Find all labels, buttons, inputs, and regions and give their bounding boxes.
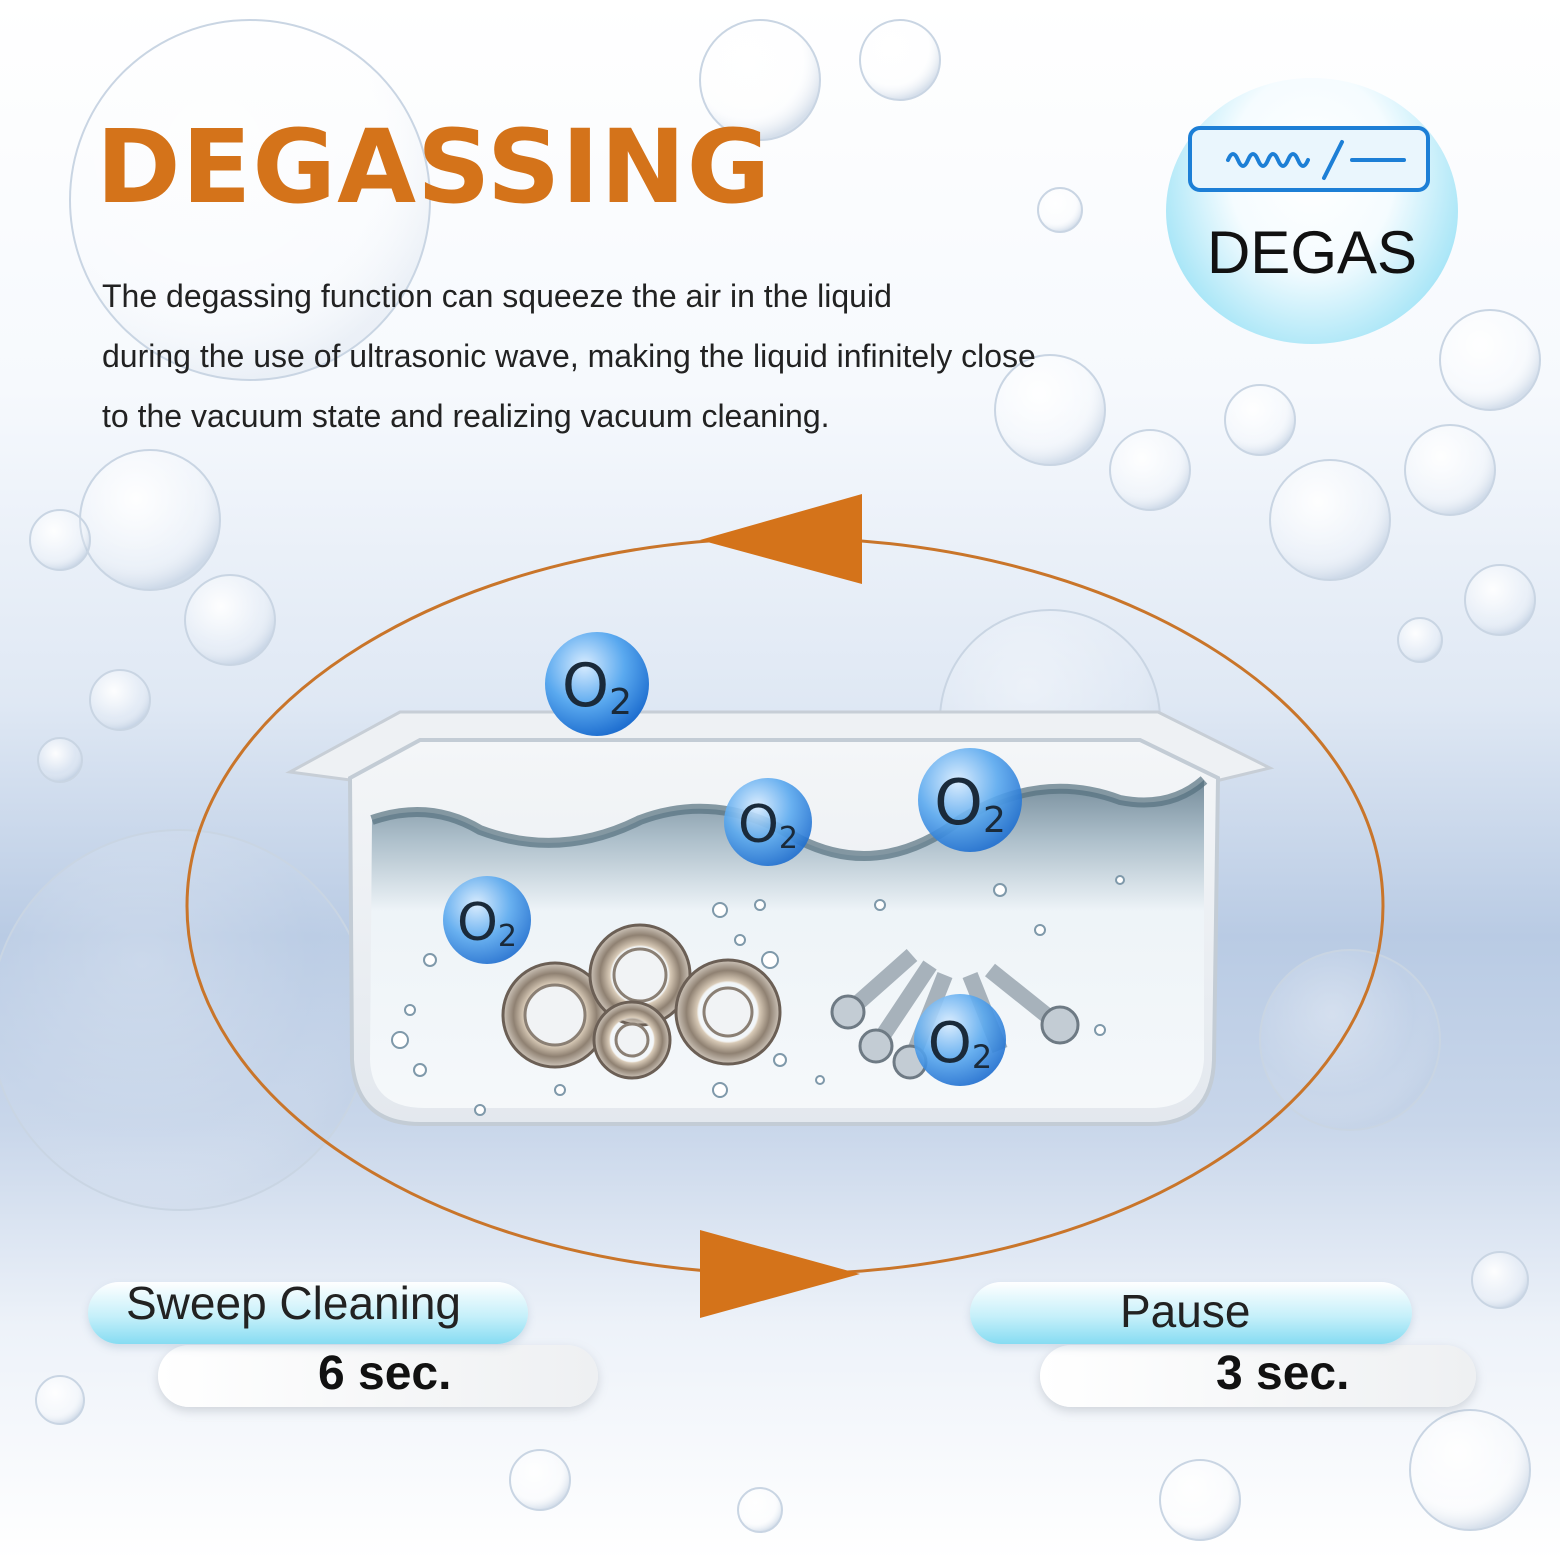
pause-time-pill <box>1040 1345 1476 1407</box>
oxygen-bubble: O2 <box>724 778 812 866</box>
degas-badge: DEGAS <box>1166 78 1458 344</box>
oxygen-bubble: O2 <box>545 632 649 736</box>
description: The degassing function can squeeze the a… <box>102 266 1182 446</box>
sweep-time-pill <box>158 1345 598 1407</box>
page-title: DEGASSING <box>96 108 772 227</box>
bearings <box>501 923 782 1080</box>
cycle-arrow-right-icon <box>700 1230 860 1318</box>
oxygen-bubble: O2 <box>443 876 531 964</box>
pause-label: Pause <box>1120 1285 1251 1337</box>
sweep-cleaning-pill <box>88 1282 528 1344</box>
svg-text:O2: O2 <box>562 651 632 723</box>
description-line: to the vacuum state and realizing vacuum… <box>102 398 830 434</box>
description-line: during the use of ultrasonic wave, makin… <box>102 338 1036 374</box>
svg-text:O2: O2 <box>457 893 517 954</box>
oxygen-bubble: O2 <box>918 748 1022 852</box>
pause-pill <box>970 1282 1412 1344</box>
svg-text:O2: O2 <box>738 795 798 856</box>
sweep-cleaning-label: Sweep Cleaning <box>126 1277 462 1329</box>
cycle-arrow-left-icon <box>700 494 862 584</box>
rising-bubbles <box>391 875 1125 1116</box>
pause-duration: 3 sec. <box>1216 1347 1350 1400</box>
badge-label: DEGAS <box>1206 219 1418 286</box>
svg-text:O2: O2 <box>928 1011 992 1076</box>
sweep-cleaning-duration: 6 sec. <box>318 1347 452 1400</box>
svg-text:O2: O2 <box>934 766 1006 841</box>
oxygen-bubble: O2 <box>914 994 1006 1086</box>
description-line: The degassing function can squeeze the a… <box>102 278 892 314</box>
wave-to-flat-line-icon <box>1188 126 1430 192</box>
